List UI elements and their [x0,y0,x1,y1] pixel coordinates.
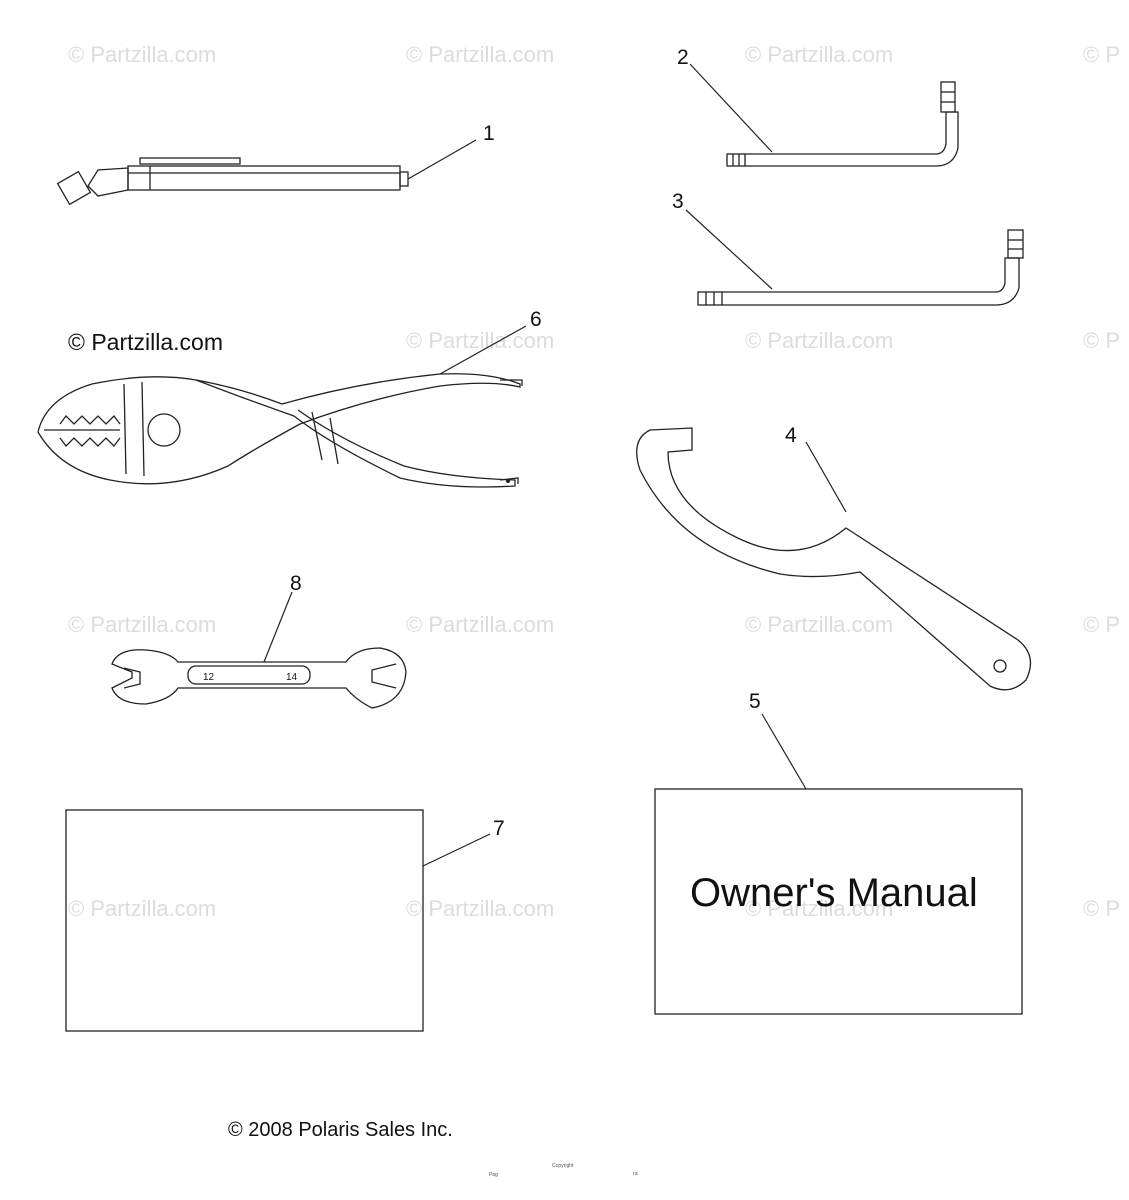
callout-label: 5 [749,690,761,713]
watermark: © Partzilla.com [745,42,893,67]
tire-gauge [56,157,409,206]
wrench-size-14: 14 [286,672,298,683]
spanner-wrench [636,427,1032,691]
callout-label: 3 [672,190,684,213]
watermark: © Partzilla.com [745,612,893,637]
document-box [65,809,424,1032]
watermark-edge: © P [1083,42,1120,67]
owners-manual-box [654,788,1023,1015]
wrench-size-12: 12 [203,672,215,683]
callout-label: 4 [785,424,797,447]
callout-label: 2 [677,46,689,69]
watermark: © Partzilla.com [745,896,893,921]
watermark: © Partzilla.com [68,896,216,921]
footer-tiny-text: Pag [489,1172,498,1178]
hex-key-long [697,229,1024,306]
hex-key-short [726,81,959,167]
watermark-edge: © P [1083,328,1120,353]
watermark: © Partzilla.com [745,328,893,353]
watermark: © Partzilla.com [406,896,554,921]
footer-tiny-text: nc [633,1171,639,1177]
callout-label: 6 [530,308,542,331]
owners-manual-title: Owner's Manual [690,871,978,915]
watermark-edge: © P [1083,612,1120,637]
callout-label: 1 [483,122,495,145]
watermark-edge: © P [1083,896,1120,921]
callout-label: 7 [493,817,505,840]
callout-label: 8 [290,572,302,595]
copyright-text: © 2008 Polaris Sales Inc. [228,1119,453,1141]
watermark: © Partzilla.com [406,328,554,353]
footer-tiny-text: Copyright [552,1163,574,1169]
open-end-wrench: 12 14 [111,647,407,709]
watermark: © Partzilla.com [68,612,216,637]
watermark: © Partzilla.com [406,42,554,67]
watermark-dark: © Partzilla.com [68,329,223,355]
pliers [37,373,523,488]
watermark: © Partzilla.com [68,42,216,67]
watermark: © Partzilla.com [406,612,554,637]
watermark-grid: © Partzilla.com © Partzilla.com © Partzi… [68,42,1120,921]
